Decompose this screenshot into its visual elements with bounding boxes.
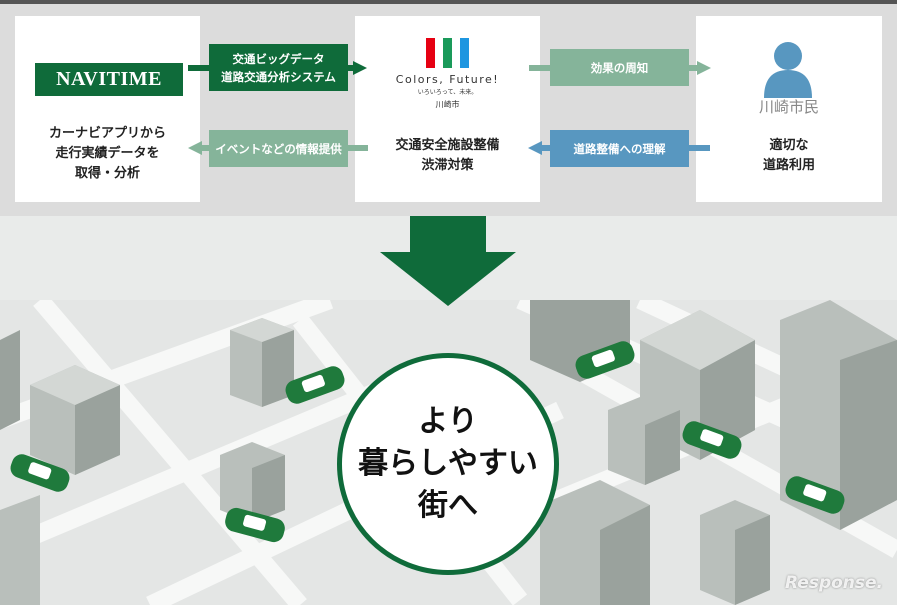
desc-line: 交通安全施設整備 xyxy=(395,138,500,153)
arrow-label: 交通ビッグデータ xyxy=(232,51,325,66)
arrow-event-info: イベントなどの情報提供 xyxy=(209,130,348,167)
top-border xyxy=(0,0,897,4)
arrow-traffic-data: 交通ビッグデータ 道路交通分析システム xyxy=(209,44,348,91)
big-down-arrow xyxy=(380,216,516,306)
desc-line: 渋滞対策 xyxy=(421,158,474,173)
colors-future-mark xyxy=(355,38,540,68)
desc-line: カーナビアプリから xyxy=(48,126,166,141)
arrow-label: 道路交通分析システム xyxy=(221,69,336,84)
arrow-effect-notice: 効果の周知 xyxy=(550,49,689,86)
goal-line: 街へ xyxy=(418,488,478,523)
arrow-head-left xyxy=(528,141,542,155)
watermark: Response. xyxy=(785,573,883,593)
navitime-logo: NAVITIME xyxy=(35,63,183,96)
navitime-description: カーナビアプリから 走行実績データを 取得・分析 xyxy=(15,124,200,184)
goal-circle: より 暮らしやすい 街へ xyxy=(337,353,559,575)
kawasaki-logo: Colors, Future! いろいろって、未来。 川崎市 xyxy=(355,38,540,110)
city-name: 川崎市 xyxy=(435,100,460,109)
goal-line: より xyxy=(418,404,478,439)
slogan: Colors, Future! xyxy=(395,73,500,86)
slogan-sub: いろいろって、未来。 xyxy=(417,89,478,96)
goal-line: 暮らしやすい xyxy=(358,446,538,481)
arrow-road-understanding: 道路整備への理解 xyxy=(550,130,689,167)
citizen-description: 適切な 道路利用 xyxy=(696,136,882,176)
cars xyxy=(10,341,845,543)
citizen-label: 川崎市民 xyxy=(758,98,819,116)
arrow-head-right xyxy=(353,61,367,75)
desc-line: 道路利用 xyxy=(762,158,815,173)
desc-line: 取得・分析 xyxy=(74,166,140,181)
navitime-box xyxy=(15,16,200,202)
kawasaki-description: 交通安全施設整備 渋滞対策 xyxy=(355,136,540,176)
desc-line: 適切な xyxy=(769,138,809,153)
arrow-head-right xyxy=(697,61,711,75)
desc-line: 走行実績データを xyxy=(55,146,160,161)
person-icon xyxy=(764,42,812,98)
arrow-head-left xyxy=(188,141,202,155)
